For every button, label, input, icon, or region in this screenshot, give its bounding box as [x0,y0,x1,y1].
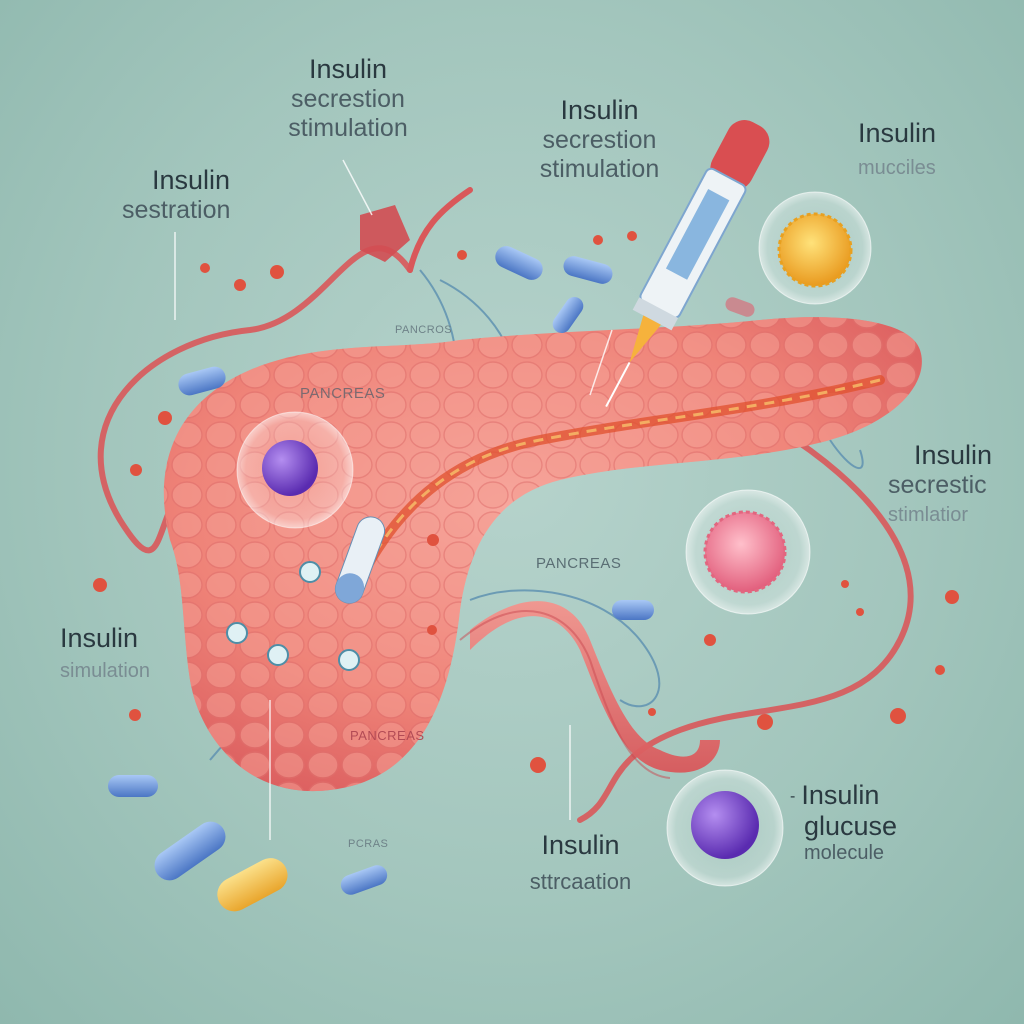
organ-label-pancros-bottom: PCRAS [348,838,389,850]
label-top-center-line2: secrestion [291,85,405,114]
label-left-mid-line1: Insulin [60,623,139,653]
label-bottom-center: Insulin sttrcaation [498,830,663,894]
label-bottom-right-line2: glucuse [804,811,898,842]
glucose-molecule-bottom-icon [691,791,759,859]
label-top-right-line1: Insulin [858,118,937,148]
label-right-mid-line3: stimlatior [888,503,969,526]
marker-beads [226,561,360,671]
label-right-mid: Insulin secrestic stimlatior [888,440,1024,527]
floating-capsules [108,246,755,912]
label-top-left-line1: Insulin [152,165,231,195]
label-bottom-center-line2: sttrcaation [529,869,632,895]
label-left-mid-line2: simulation [60,660,151,683]
pink-cell-icon [703,510,787,594]
leader-lines [174,159,613,840]
label-top-mid: Insulin secrestion stimulation [512,95,687,184]
label-bottom-right-line3: molecule [804,842,885,865]
label-bottom-center-line1: Insulin [541,830,620,860]
organ-label-pancreas-mid: PANCREAS [536,555,622,572]
blood-vessel [97,245,914,823]
label-bottom-right-prefix: - [790,787,796,805]
label-right-mid-line2: secrestic [888,471,987,500]
label-top-left-line2: sestration [122,196,231,225]
organ-label-pancreas-low: PANCREAS [350,728,425,743]
label-top-right-line2: mucciles [858,157,936,180]
label-bottom-right: -Insulin glucuse molecule [790,780,897,865]
insulin-pen-icon [605,120,770,408]
label-left-mid: Insulin simulation [60,623,150,683]
label-top-left: Insulin sestration [122,165,230,225]
label-top-center: Insulin secrestion stimulation [258,54,438,143]
duodenum [470,601,720,773]
label-bottom-right-line1: -Insulin [790,780,897,811]
organ-label-pancros-top: PANCROS [395,324,453,336]
glucose-molecule-icon [262,440,318,496]
label-top-center-line3: stimulation [288,113,408,142]
label-bottom-right-title: Insulin [801,780,880,810]
label-top-mid-line3: stimulation [539,154,660,183]
label-right-mid-line1: Insulin [914,440,993,470]
insulin-cell-icon [777,212,853,288]
organ-label-pancreas-top: PANCREAS [300,385,386,402]
label-top-mid-line1: Insulin [560,95,639,125]
label-top-center-line1: Insulin [308,54,388,84]
pancreatic-duct [355,375,885,585]
vessel-branch [360,205,410,262]
label-top-mid-line2: secrestion [542,126,657,155]
label-top-right: Insulin mucciles [858,118,936,180]
blood-cells [93,231,959,773]
capsule-icon [334,516,386,604]
